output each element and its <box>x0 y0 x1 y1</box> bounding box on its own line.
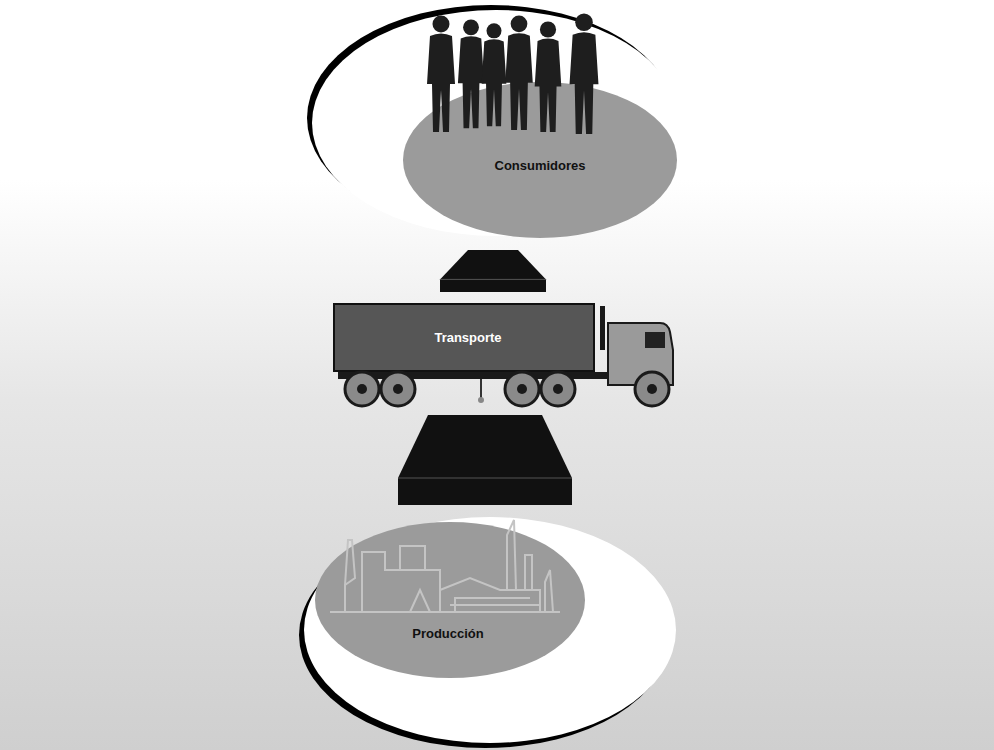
arrow-shape <box>398 415 572 505</box>
transport-trailer: Transporte <box>333 303 595 372</box>
node-outline <box>310 8 682 238</box>
node-label: Consumidores <box>494 158 585 173</box>
node-outline <box>302 515 678 745</box>
people-silhouettes <box>427 14 598 134</box>
flow-arrow <box>440 250 546 292</box>
node-label: Transporte <box>434 330 501 345</box>
inner-ellipse <box>403 82 677 238</box>
consumer-ellipse: Consumidores <box>310 8 682 238</box>
production-ellipse: Producción <box>302 515 678 745</box>
node-label: Producción <box>412 626 484 641</box>
inner-ellipse <box>315 522 585 678</box>
flow-arrow <box>398 415 572 505</box>
factory-drawing <box>330 520 560 612</box>
ellipse-body <box>304 517 676 743</box>
arrow-edge-line <box>440 279 546 280</box>
arrow-edge-line <box>398 478 572 479</box>
trailer-box <box>334 304 594 371</box>
arrow-shape <box>440 250 546 292</box>
truck-parts <box>338 306 673 406</box>
